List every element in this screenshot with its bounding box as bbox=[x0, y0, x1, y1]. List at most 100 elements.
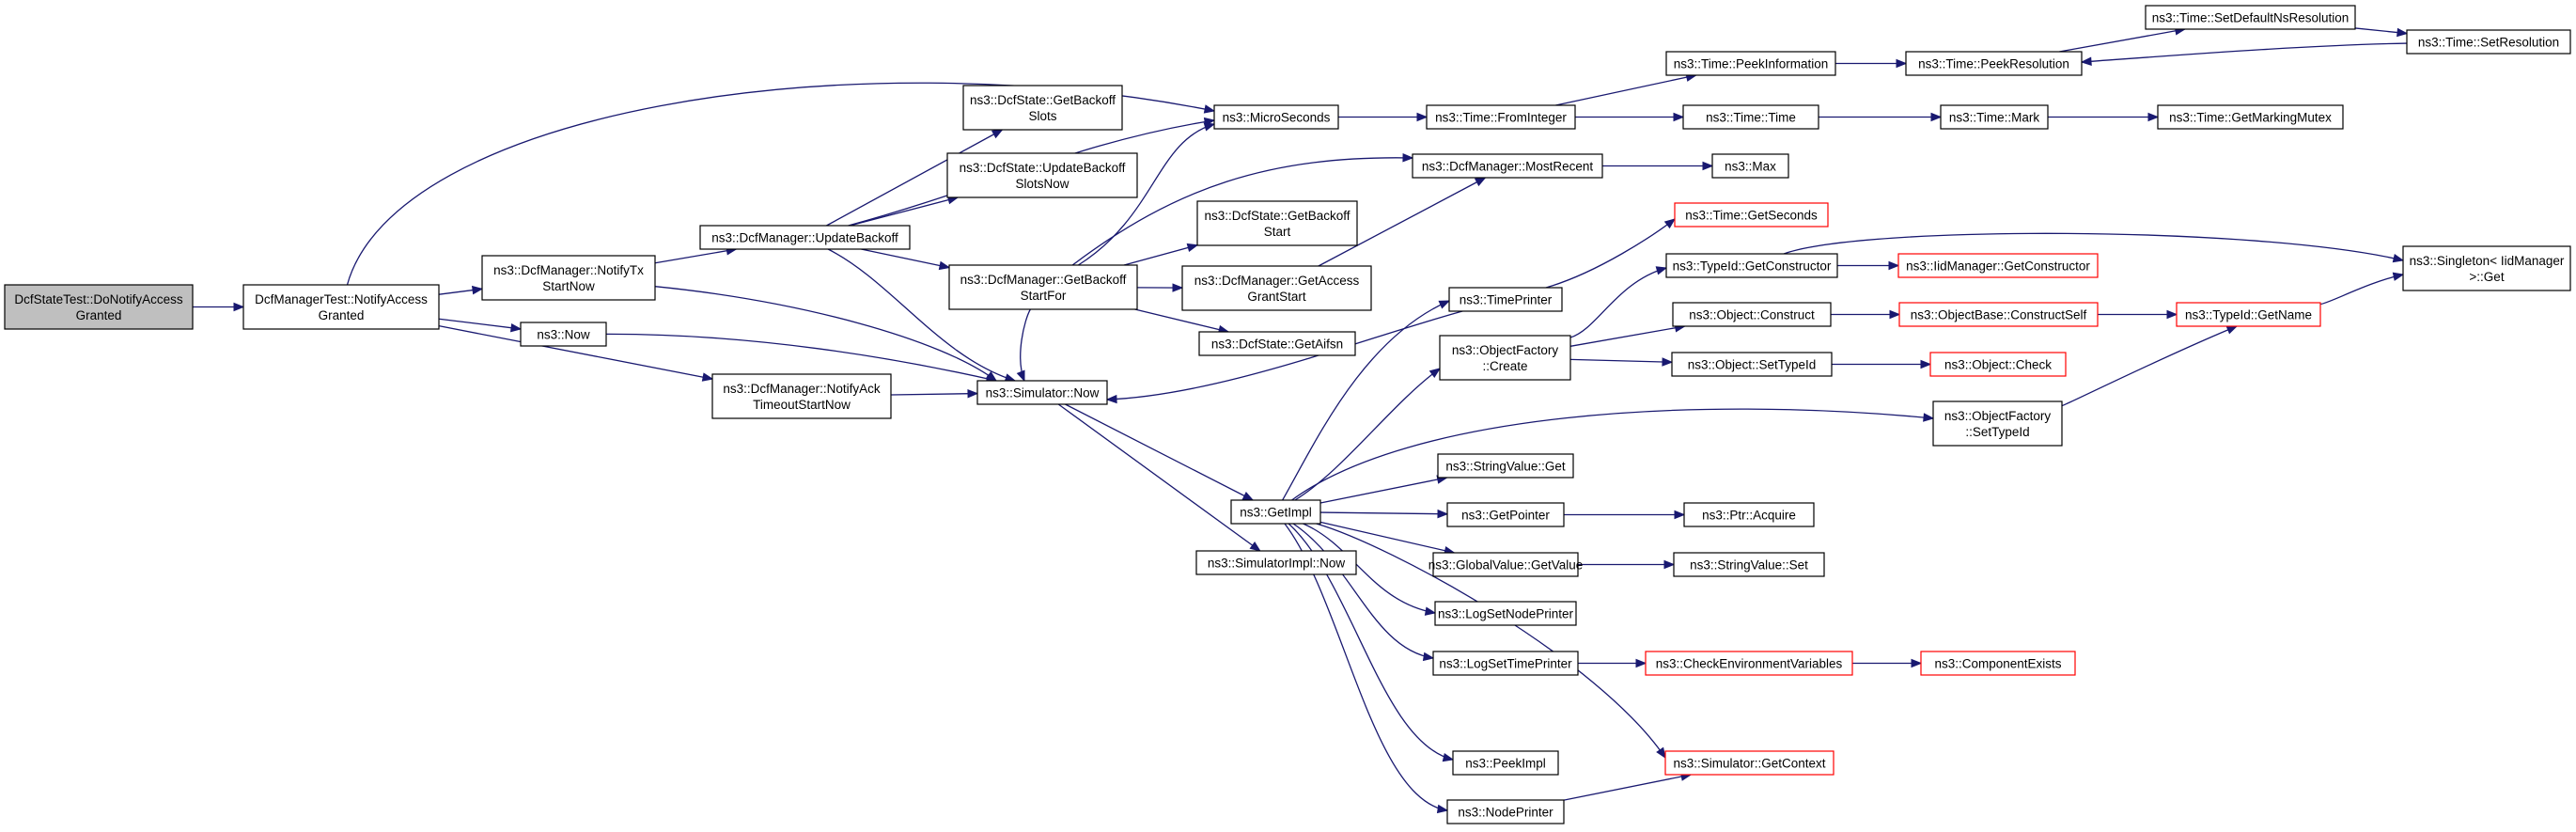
node-box[interactable] bbox=[1673, 552, 1825, 577]
node-singleton_get[interactable]: ns3::Singleton< IidManager>::Get bbox=[2402, 245, 2571, 291]
node-box[interactable] bbox=[699, 225, 911, 250]
node-box[interactable] bbox=[1448, 287, 1563, 312]
node-getimpl[interactable]: ns3::GetImpl bbox=[1230, 499, 1321, 525]
node-typeid_gn[interactable]: ns3::TypeId::GetName bbox=[2176, 302, 2321, 327]
node-box[interactable] bbox=[1897, 253, 2099, 278]
node-peekimpl[interactable]: ns3::PeekImpl bbox=[1452, 750, 1559, 776]
node-box[interactable] bbox=[1446, 799, 1565, 824]
node-box[interactable] bbox=[1196, 200, 1358, 246]
node-sv_set[interactable]: ns3::StringValue::Set bbox=[1673, 552, 1825, 577]
node-box[interactable] bbox=[1426, 104, 1576, 130]
node-time_gmm[interactable]: ns3::Time::GetMarkingMutex bbox=[2157, 104, 2344, 130]
node-nodeprinter[interactable]: ns3::NodePrinter bbox=[1446, 799, 1565, 824]
node-box[interactable] bbox=[1665, 253, 1838, 278]
node-time_sr[interactable]: ns3::Time::SetResolution bbox=[2406, 29, 2571, 55]
node-box[interactable] bbox=[1213, 104, 1339, 130]
node-box[interactable] bbox=[2176, 302, 2321, 327]
node-compexists[interactable]: ns3::ComponentExists bbox=[1920, 651, 2076, 676]
node-box[interactable] bbox=[1929, 352, 2067, 377]
node-of_create[interactable]: ns3::ObjectFactory::Create bbox=[1439, 335, 1571, 381]
node-box[interactable] bbox=[1198, 331, 1356, 356]
node-box[interactable] bbox=[520, 322, 607, 347]
node-time_mark[interactable]: ns3::Time::Mark bbox=[1940, 104, 2049, 130]
node-sv_get[interactable]: ns3::StringValue::Get bbox=[1437, 453, 1574, 479]
node-timeprinter[interactable]: ns3::TimePrinter bbox=[1448, 287, 1563, 312]
node-box[interactable] bbox=[976, 380, 1108, 405]
node-box[interactable] bbox=[948, 264, 1138, 310]
node-box[interactable] bbox=[1932, 400, 2063, 447]
node-box[interactable] bbox=[1446, 502, 1565, 527]
node-box[interactable] bbox=[242, 284, 440, 330]
node-objbase_cs[interactable]: ns3::ObjectBase::ConstructSelf bbox=[1898, 302, 2099, 327]
node-obj_construct[interactable]: ns3::Object::Construct bbox=[1672, 302, 1832, 327]
node-box[interactable] bbox=[1452, 750, 1559, 776]
node-box[interactable] bbox=[2402, 245, 2571, 291]
node-box[interactable] bbox=[962, 85, 1123, 131]
node-box[interactable] bbox=[2157, 104, 2344, 130]
node-box[interactable] bbox=[1434, 601, 1577, 626]
node-box[interactable] bbox=[1711, 153, 1789, 179]
node-micro[interactable]: ns3::MicroSeconds bbox=[1213, 104, 1339, 130]
node-box[interactable] bbox=[1412, 153, 1603, 179]
node-iidm_gc[interactable]: ns3::IidManager::GetConstructor bbox=[1897, 253, 2099, 278]
node-dm_ub[interactable]: ns3::DcfManager::UpdateBackoff bbox=[699, 225, 911, 250]
node-box[interactable] bbox=[1683, 502, 1815, 527]
node-time_pr[interactable]: ns3::Time::PeekResolution bbox=[1905, 51, 2083, 76]
node-box[interactable] bbox=[1432, 651, 1579, 676]
node-box[interactable] bbox=[1674, 202, 1829, 228]
node-time_gs[interactable]: ns3::Time::GetSeconds bbox=[1674, 202, 1829, 228]
node-box[interactable] bbox=[1645, 651, 1853, 676]
node-simimpl_now[interactable]: ns3::SimulatorImpl::Now bbox=[1195, 550, 1357, 575]
node-box[interactable] bbox=[711, 373, 892, 419]
node-time_fi[interactable]: ns3::Time::FromInteger bbox=[1426, 104, 1576, 130]
node-box[interactable] bbox=[1682, 104, 1819, 130]
node-obj_check[interactable]: ns3::Object::Check bbox=[1929, 352, 2067, 377]
node-box[interactable] bbox=[481, 255, 656, 301]
node-box[interactable] bbox=[1432, 552, 1579, 577]
node-max[interactable]: ns3::Max bbox=[1711, 153, 1789, 179]
node-obj_settypeid[interactable]: ns3::Object::SetTypeId bbox=[1671, 352, 1833, 377]
node-box[interactable] bbox=[1437, 453, 1574, 479]
node-box[interactable] bbox=[1230, 499, 1321, 525]
node-gv_getvalue[interactable]: ns3::GlobalValue::GetValue bbox=[1429, 552, 1584, 577]
node-ds_aifsn[interactable]: ns3::DcfState::GetAifsn bbox=[1198, 331, 1356, 356]
node-checkenv[interactable]: ns3::CheckEnvironmentVariables bbox=[1645, 651, 1853, 676]
node-box[interactable] bbox=[1672, 302, 1832, 327]
node-box[interactable] bbox=[1195, 550, 1357, 575]
node-box[interactable] bbox=[2145, 5, 2356, 30]
node-time_sdnr[interactable]: ns3::Time::SetDefaultNsResolution bbox=[2145, 5, 2356, 30]
node-box[interactable] bbox=[1181, 265, 1372, 311]
node-box[interactable] bbox=[1665, 51, 1836, 76]
node-ptr_acquire[interactable]: ns3::Ptr::Acquire bbox=[1683, 502, 1815, 527]
node-box[interactable] bbox=[1940, 104, 2049, 130]
node-getpointer[interactable]: ns3::GetPointer bbox=[1446, 502, 1565, 527]
node-time_pi[interactable]: ns3::Time::PeekInformation bbox=[1665, 51, 1836, 76]
node-box[interactable] bbox=[1671, 352, 1833, 377]
node-logsettimeprinter[interactable]: ns3::LogSetTimePrinter bbox=[1432, 651, 1579, 676]
node-box[interactable] bbox=[946, 152, 1138, 198]
node-now[interactable]: ns3::Now bbox=[520, 322, 607, 347]
node-of_settypeid[interactable]: ns3::ObjectFactory::SetTypeId bbox=[1932, 400, 2063, 447]
node-box[interactable] bbox=[2406, 29, 2571, 55]
node-box[interactable] bbox=[1898, 302, 2099, 327]
node-box[interactable] bbox=[4, 284, 194, 330]
node-logsetnodeprinter[interactable]: ns3::LogSetNodePrinter bbox=[1434, 601, 1577, 626]
node-sim_getcontext[interactable]: ns3::Simulator::GetContext bbox=[1664, 750, 1834, 776]
node-box[interactable] bbox=[1920, 651, 2076, 676]
node-box[interactable] bbox=[1905, 51, 2083, 76]
node-typeid_gc[interactable]: ns3::TypeId::GetConstructor bbox=[1665, 253, 1838, 278]
node-dm_nack[interactable]: ns3::DcfManager::NotifyAckTimeoutStartNo… bbox=[711, 373, 892, 419]
node-box[interactable] bbox=[1664, 750, 1834, 776]
node-sim_now[interactable]: ns3::Simulator::Now bbox=[976, 380, 1108, 405]
node-box[interactable] bbox=[1439, 335, 1571, 381]
node-time_time[interactable]: ns3::Time::Time bbox=[1682, 104, 1819, 130]
node-dm_mr[interactable]: ns3::DcfManager::MostRecent bbox=[1412, 153, 1603, 179]
